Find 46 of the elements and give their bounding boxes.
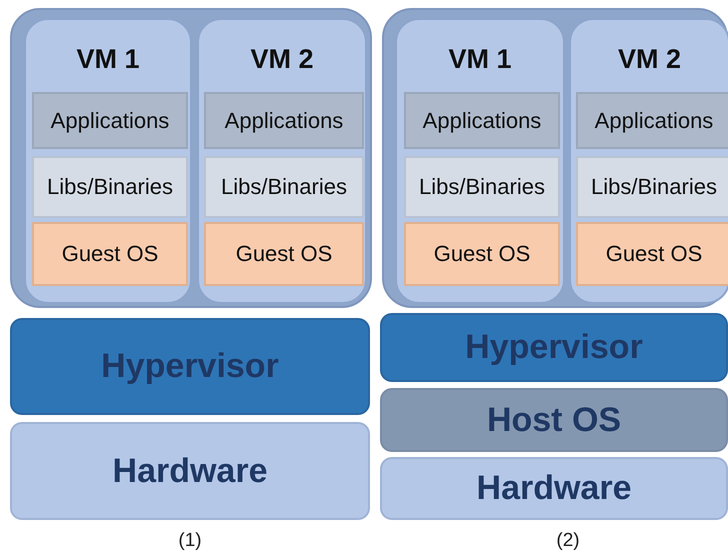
layer-box (204, 92, 364, 149)
layer-box (10, 318, 370, 415)
layer-label: Hardware (476, 469, 632, 508)
layer-box (380, 313, 728, 382)
layer-box (204, 222, 364, 286)
vm-box (395, 18, 565, 304)
layer-box (380, 388, 728, 452)
layer-label: Guest OS (62, 241, 158, 267)
layer-box (32, 92, 188, 149)
layer-label: Libs/Binaries (591, 174, 717, 200)
layer-label: Applications (224, 108, 344, 134)
vm-box (24, 18, 192, 304)
layer-label: Guest OS (434, 241, 530, 267)
layer-label: Host OS (486, 400, 622, 440)
layer-box (32, 222, 188, 286)
layer-label: Applications (422, 108, 542, 134)
layer-box (204, 156, 364, 218)
vm-title: VM 1 (448, 44, 512, 75)
layer-label: Guest OS (606, 241, 702, 267)
container-panel (382, 8, 728, 308)
layer-label: Hypervisor (465, 328, 643, 367)
layer-box (576, 92, 728, 149)
layer-box (32, 156, 188, 218)
panel-label: (2) (556, 530, 580, 552)
layer-label: Libs/Binaries (47, 174, 173, 200)
layer-label: Hypervisor (101, 347, 279, 386)
container-panel (10, 8, 372, 308)
layer-box (404, 92, 560, 149)
vm-box (569, 18, 728, 304)
layer-label: Applications (50, 108, 170, 134)
vm-title: VM 1 (76, 44, 140, 75)
layer-box (404, 156, 560, 218)
vm-title: VM 2 (250, 44, 314, 75)
layer-box (576, 156, 728, 218)
layer-box (576, 222, 728, 286)
layer-box (380, 457, 728, 520)
layer-label: Libs/Binaries (419, 174, 545, 200)
layer-box (10, 422, 370, 520)
layer-label: Hardware (112, 452, 268, 490)
panel-label: (1) (178, 530, 202, 552)
layer-label: Applications (594, 108, 714, 134)
vm-box (197, 18, 367, 304)
layer-box (404, 222, 560, 286)
vm-title: VM 2 (618, 44, 682, 75)
layer-label: Libs/Binaries (221, 174, 347, 200)
layer-label: Guest OS (236, 241, 332, 267)
